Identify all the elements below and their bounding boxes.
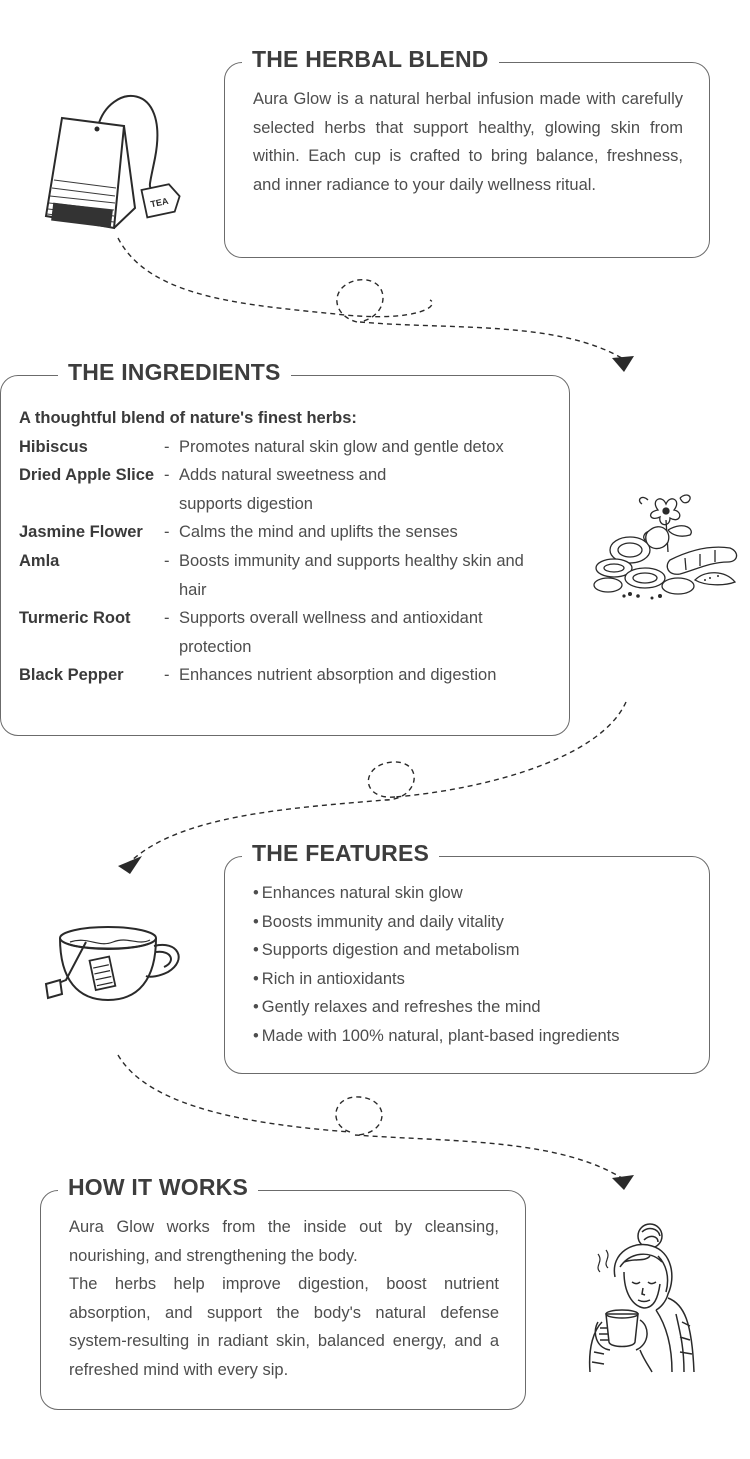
features-heading: THE FEATURES <box>242 839 440 867</box>
ingredient-name: Amla <box>19 551 60 570</box>
tea-tag-label: TEA <box>150 196 170 210</box>
feature-item: Enhances natural skin glow <box>253 879 693 908</box>
how-it-works-heading: HOW IT WORKS <box>58 1173 258 1201</box>
ingredient-desc: Supports overall wellness and antioxidan… <box>179 609 483 656</box>
ingredient-desc: Promotes natural skin glow and gentle de… <box>179 437 504 456</box>
tea-bag-icon: TEA <box>44 94 181 230</box>
ingredient-dash: - <box>164 666 170 685</box>
features-box: Enhances natural skin glow Boosts immuni… <box>224 856 710 1074</box>
how-it-works-text-2: The herbs help improve digestion, boost … <box>69 1275 499 1379</box>
ingredients-box: A thoughtful blend of nature's finest he… <box>0 375 570 736</box>
ingredient-name: Jasmine Flower <box>19 523 143 542</box>
feature-item: Rich in antioxidants <box>253 965 693 994</box>
ingredient-desc: Calms the mind and uplifts the senses <box>179 523 458 542</box>
feature-item: Supports digestion and metabolism <box>253 936 693 965</box>
ingredient-name: Hibiscus <box>19 437 88 456</box>
ingredient-row-amla: Amla - Boosts immunity and supports heal… <box>19 547 544 604</box>
how-it-works-box: Aura Glow works from the inside out by c… <box>40 1190 526 1410</box>
herbs-ingredients-icon <box>593 494 738 600</box>
ingredient-row-pepper: Black Pepper - Enhances nutrient absorpt… <box>19 661 544 690</box>
ingredient-row-hibiscus: Hibiscus - Promotes natural skin glow an… <box>19 433 544 462</box>
ingredient-row-jasmine: Jasmine Flower - Calms the mind and upli… <box>19 518 544 547</box>
herbal-blend-heading: THE HERBAL BLEND <box>242 45 499 73</box>
ingredients-heading: THE INGREDIENTS <box>58 358 291 386</box>
tea-cup-icon <box>44 926 180 1002</box>
feature-item: Made with 100% natural, plant-based ingr… <box>253 1022 693 1051</box>
ingredient-dash: - <box>164 523 170 542</box>
woman-drinking-tea-icon <box>588 1223 695 1373</box>
ingredient-dash: - <box>164 437 170 456</box>
ingredient-dash: - <box>164 466 170 485</box>
ingredient-dash: - <box>164 551 170 570</box>
ingredient-desc: Enhances nutrient absorption and digesti… <box>179 666 497 685</box>
herbal-blend-text: Aura Glow is a natural herbal infusion m… <box>253 90 683 194</box>
ingredient-dash: - <box>164 609 170 628</box>
ingredient-desc: Boosts immunity and supports healthy ski… <box>179 551 524 599</box>
how-it-works-text-1: Aura Glow works from the inside out by c… <box>69 1218 499 1265</box>
ingredient-name: Turmeric Root <box>19 609 131 628</box>
ingredients-intro: A thoughtful blend of nature's finest he… <box>19 409 357 427</box>
ingredient-name: Dried Apple Slice <box>19 466 155 485</box>
ingredient-row-apple: Dried Apple Slice - Adds natural sweetne… <box>19 461 544 518</box>
ingredient-row-turmeric: Turmeric Root - Supports overall wellnes… <box>19 604 544 661</box>
ingredient-desc: Adds natural sweetness and supports dige… <box>179 466 387 513</box>
feature-item: Boosts immunity and daily vitality <box>253 908 693 937</box>
ingredient-name: Black Pepper <box>19 666 124 685</box>
herbal-blend-box: Aura Glow is a natural herbal infusion m… <box>224 62 710 258</box>
feature-item: Gently relaxes and refreshes the mind <box>253 993 693 1022</box>
